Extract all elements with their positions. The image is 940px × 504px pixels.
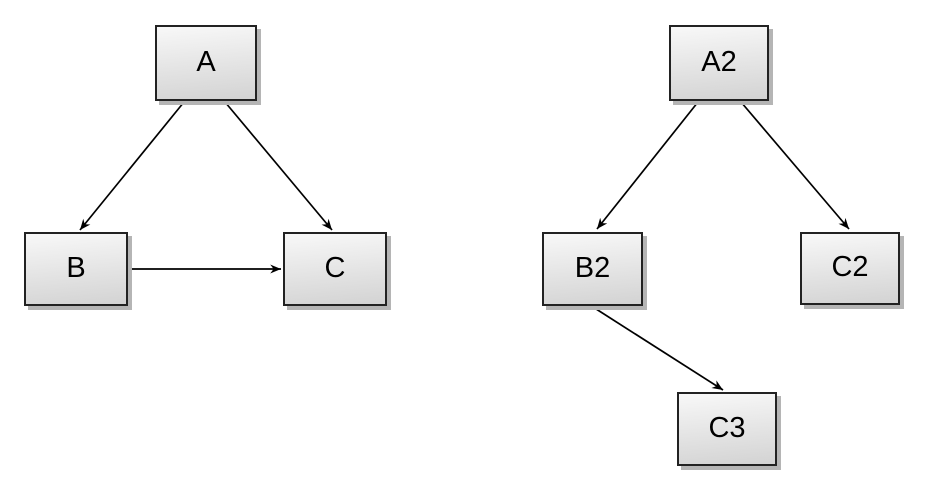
node-A-label: A [196,45,216,78]
node-C2-label: C2 [831,251,869,283]
node-B2-label: B2 [574,251,611,284]
node-C3[interactable]: C3 [677,392,777,466]
edge-A-C[interactable] [224,101,333,231]
node-A[interactable]: A [155,25,257,101]
node-B-label: B [66,251,86,284]
node-A2-label: A2 [701,45,737,78]
node-C-label: C [324,251,346,284]
node-C[interactable]: C [283,232,387,306]
edge-A-B[interactable] [79,101,185,231]
edge-A2-B2[interactable] [596,101,699,230]
edge-A2-C2[interactable] [740,101,850,230]
node-C2[interactable]: C2 [800,232,900,305]
node-B2[interactable]: B2 [542,232,643,306]
node-B[interactable]: B [24,232,128,306]
edge-B2-C3[interactable] [592,306,724,391]
node-C3-label: C3 [708,411,746,444]
node-A2[interactable]: A2 [669,25,769,101]
